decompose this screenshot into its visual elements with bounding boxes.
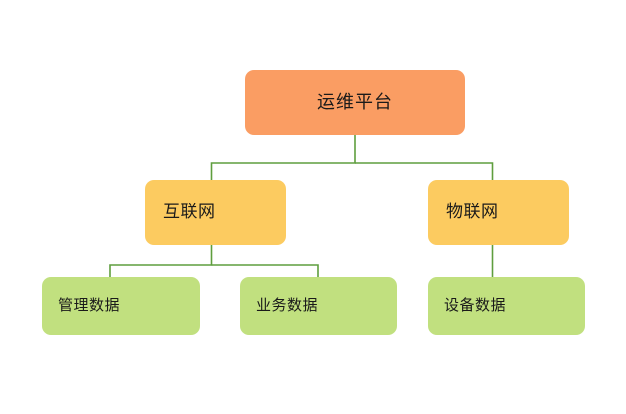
node-mgmt-data-label: 管理数据 — [58, 297, 121, 314]
node-iot[interactable]: 物联网 — [428, 180, 569, 245]
edge-internet-to-mgmt-data — [109, 245, 213, 277]
node-device-data[interactable]: 设备数据 — [428, 277, 585, 335]
edge-internet-to-biz-data — [211, 264, 319, 277]
node-device-data-label: 设备数据 — [444, 297, 507, 314]
node-biz-data[interactable]: 业务数据 — [240, 277, 397, 335]
node-root-label: 运维平台 — [317, 91, 393, 112]
node-biz-data-label: 业务数据 — [256, 297, 319, 314]
node-root[interactable]: 运维平台 — [245, 70, 465, 135]
node-mgmt-data[interactable]: 管理数据 — [42, 277, 200, 335]
node-internet[interactable]: 互联网 — [145, 180, 286, 245]
node-iot-label: 物联网 — [446, 202, 499, 222]
edge-root-to-iot — [355, 162, 494, 180]
node-internet-label: 互联网 — [163, 202, 216, 222]
edge-root-to-internet — [210, 135, 356, 180]
